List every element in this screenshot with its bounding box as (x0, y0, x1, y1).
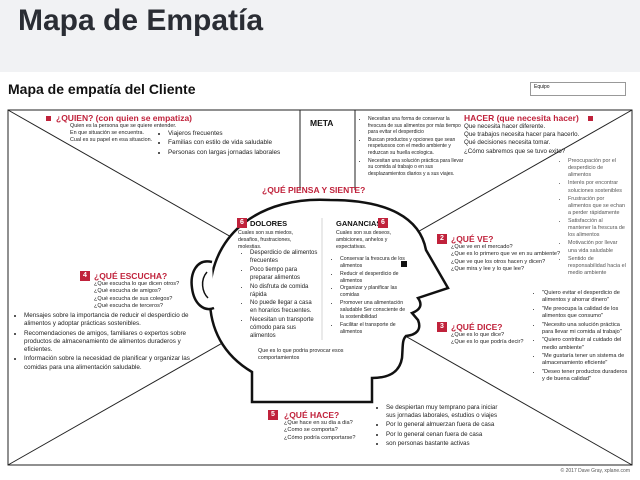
list-item: Promover una alimentación saludable Ser … (340, 300, 408, 321)
list-item: Satisfacción al mantener la frescura de … (568, 218, 626, 239)
dice-prompt: ¿Que es lo que dice?¿Que es lo que podrí… (451, 332, 524, 346)
list-item: Buscan productos y opciones que sean res… (368, 137, 464, 157)
piensa-heading: ¿QUÉ PIENSA Y SIENTE? (262, 185, 366, 195)
ganancias-heading: GANANCIAS (336, 219, 382, 228)
hacer-prompt: Que necesita hacer diferente.Que trabajo… (464, 123, 580, 155)
list-item: "Necesito una solución práctica para lle… (542, 322, 628, 337)
page-title: Mapa de Empatía (18, 4, 264, 37)
hace-number-badge: 5 (268, 410, 278, 420)
map-title: Mapa de empatía del Cliente (8, 81, 196, 97)
list-item: Interés por encontrar soluciones sosteni… (568, 180, 626, 194)
dice-list: "Quiero evitar el desperdicio de aliment… (534, 290, 628, 385)
dolores-list: Desperdicio de alimentos frecuentes Poco… (242, 250, 320, 342)
dolores-number-badge: 6 (237, 218, 247, 228)
meta-list: Necesitan una forma de conservar la fres… (360, 116, 464, 178)
list-item: Preocupación por el desperdicio de alime… (568, 158, 626, 179)
list-item: "Me gustaría tener un sistema de almacen… (542, 353, 628, 368)
list-item: Necesitan un transporte cómodo para sus … (250, 317, 320, 341)
hace-list: Se despiertan muy temprano para iniciar … (378, 404, 506, 449)
team-field[interactable]: Equipo (530, 82, 626, 96)
list-item: Se despiertan muy temprano para iniciar … (386, 404, 506, 420)
quien-list: Viajeros frecuentes Familias con estilo … (160, 130, 310, 158)
list-item: Por lo general almuerzan fuera de casa (386, 421, 506, 429)
ve-number-badge: 2 (437, 234, 447, 244)
list-item: Conservar la frescura de los alimentos (340, 256, 408, 270)
list-item: Organizar y planificar las comidas (340, 285, 408, 299)
list-item: "Me preocupa la calidad de los alimentos… (542, 306, 628, 321)
list-item: Reducir el desperdicio de alimentos (340, 271, 408, 285)
ganancias-prompt: Cuales son sus deseos,ambiciones, anhelo… (336, 230, 392, 250)
quien-prompt: Quien es la persona que se quiere entend… (70, 123, 177, 144)
list-item: "Deseo tener productos duraderos y de bu… (542, 369, 628, 384)
list-item: Necesitan una forma de conservar la fres… (368, 116, 464, 136)
ve-heading: ¿QUÉ VE? (451, 234, 494, 244)
list-item: Recomendaciones de amigos, familiares o … (24, 330, 196, 355)
list-item: Frustración por alimentos que se echan a… (568, 196, 626, 217)
list-item: Motivación por llevar una vida saludable (568, 240, 626, 254)
ganancias-list: Conservar la frescura de los alimentos R… (332, 256, 408, 336)
ve-prompt: ¿Que ve en el mercado?¿Que es lo primero… (451, 244, 561, 273)
list-item: "Quiero contribuir al cuidado del medio … (542, 337, 628, 352)
escucha-heading: ¿QUÉ ESCUCHA? (94, 271, 168, 281)
escucha-number-badge: 4 (80, 271, 90, 281)
list-item: "Quiero evitar el desperdicio de aliment… (542, 290, 628, 305)
list-item: Desperdicio de alimentos frecuentes (250, 250, 320, 266)
list-item: Necesitan una solución práctica para lle… (368, 158, 464, 178)
list-item: Personas con largas jornadas laborales (168, 149, 310, 157)
meta-heading: META (310, 118, 334, 128)
dice-heading: ¿QUÉ DICE? (451, 322, 503, 332)
list-item: Familias con estilo de vida saludable (168, 139, 310, 147)
list-item: Poco tiempo para preparar alimentos (250, 267, 320, 283)
ganancias-number-badge: 6 (378, 218, 388, 228)
list-item: No disfruta de comida rápida (250, 284, 320, 300)
quien-marker-icon (46, 116, 51, 121)
ve-list: Preocupación por el desperdicio de alime… (560, 158, 626, 278)
hacer-marker-icon (588, 116, 593, 121)
dolores-heading: DOLORES (250, 219, 288, 228)
list-item: Mensajes sobre la importancia de reducir… (24, 312, 196, 329)
list-item: Por lo general cenan fuera de casa (386, 431, 506, 439)
hace-heading: ¿QUÉ HACE? (284, 410, 340, 420)
list-item: Sentido de responsabilidad hacia el medi… (568, 256, 626, 277)
list-item: Información sobre la necesidad de planif… (24, 355, 196, 372)
escucha-list: Mensajes sobre la importancia de reducir… (16, 312, 196, 373)
escucha-prompt: ¿Que escucha lo que dicen otros?¿Qué esc… (94, 281, 180, 310)
dice-number-badge: 3 (437, 322, 447, 332)
list-item: son personas bastante activas (386, 440, 506, 448)
hace-prompt: ¿Que hace en su dia a dia?¿Como se compo… (284, 420, 356, 441)
list-item: No puede llegar a casa en horarios frecu… (250, 300, 320, 316)
quien-heading: ¿QUIEN? (con quien se empatiza) (56, 113, 193, 123)
hacer-heading: HACER (que necesita hacer) (464, 113, 579, 123)
list-item: Viajeros frecuentes (168, 130, 310, 138)
copyright: © 2017 Dave Gray, xplane.com (560, 468, 630, 474)
piensa-footer: Que es lo que podria provocar esos compo… (258, 348, 344, 362)
list-item: Facilitar el transporte de alimentos (340, 322, 408, 336)
dolores-prompt: Cuales son sus miedos,desafios, frustrac… (238, 230, 294, 250)
